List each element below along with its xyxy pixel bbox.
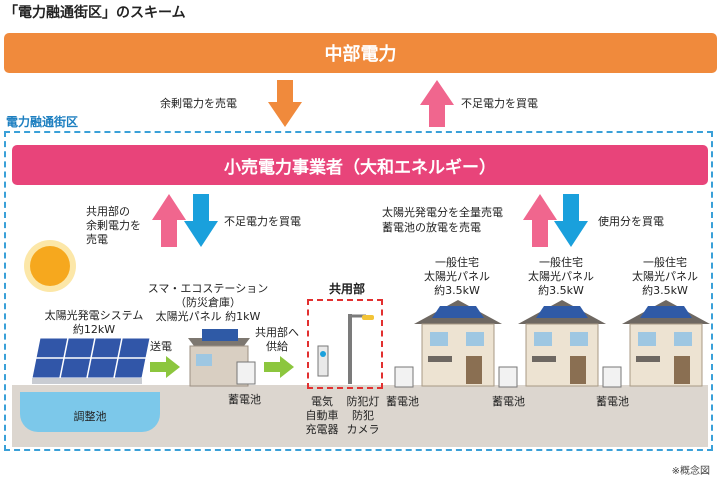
security-light-label-2: 防犯 [352,409,374,422]
buy-shortage-arrow-icon [420,80,454,127]
common-area-box [307,299,383,389]
house-2-label-3: 約3.5kW [538,284,584,297]
house-1-battery-icon [394,366,414,388]
sell-all-label-2: 蓄電池の放電を売電 [382,221,481,234]
common-area-heading: 共用部 [329,282,366,296]
zone-boundary [4,131,713,451]
sell-surplus-arrow-icon [268,80,302,127]
utility-banner: 中部電力 [4,33,717,73]
concept-note: ※概念図 [671,466,710,477]
house-3-label-1: 一般住宅 [643,256,687,269]
eco-station-battery-icon [236,361,256,385]
solar-array-icon [31,338,151,384]
retention-pond-label: 調整池 [73,410,107,423]
send-label: 送電 [150,340,172,353]
common-surplus-label-1: 共用部の [86,205,130,218]
eco-station-label-3: 太陽光パネル 約1kW [155,310,261,323]
house-2-icon [518,300,606,387]
buy-usage-arrow-icon [554,194,588,247]
house-1-icon [414,300,502,387]
house-1-label-2: 太陽光パネル [424,270,490,283]
streetlight-ev-charger-icon [317,314,374,384]
eco-station-label-2: （防災倉庫） [175,296,241,309]
supply-label-1: 共用部へ [255,326,299,339]
solar-system-label-2: 約12kW [72,323,116,336]
house-3-label-2: 太陽光パネル [632,270,698,283]
send-arrow-icon [150,356,180,378]
house-2-battery-icon [498,366,518,388]
eco-station-battery-label: 蓄電池 [228,393,261,406]
house-2-label-1: 一般住宅 [539,256,583,269]
eco-station-label-1: スマ・エコステーション [147,282,269,295]
common-surplus-arrow-icon [152,194,186,247]
buy-shortage-label: 不足電力を買電 [461,97,538,110]
sell-surplus-label: 余剰電力を売電 [160,97,237,110]
house-3-label-3: 約3.5kW [642,284,688,297]
security-light-label-1: 防犯灯 [346,395,380,408]
house-1-label-1: 一般住宅 [435,256,479,269]
house-3-icon [622,300,710,387]
common-surplus-label-2: 余剰電力を [86,219,141,232]
house-2-battery-label: 蓄電池 [492,395,525,408]
house-1-battery-label: 蓄電池 [386,395,419,408]
retailer-banner: 小売電力事業者（大和エネルギー） [12,145,708,185]
house-3-battery-label: 蓄電池 [596,395,629,408]
zone-label: 電力融通街区 [6,115,79,129]
house-1-label-3: 約3.5kW [434,284,480,297]
page-title: 「電力融通街区」のスキーム [4,5,186,21]
supply-arrow-icon [264,356,294,378]
supply-label-2: 供給 [266,340,288,353]
house-3-battery-icon [602,366,622,388]
sell-all-label-1: 太陽光発電分を全量売電 [382,206,503,219]
sun-icon [24,240,76,292]
retention-pond [20,392,160,432]
solar-system-label-1: 太陽光発電システム [44,309,144,322]
ev-charger-label-3: 充電器 [305,423,339,436]
shortage-buy-label: 不足電力を買電 [224,215,301,228]
house-2-label-2: 太陽光パネル [528,270,594,283]
security-light-label-3: カメラ [346,423,380,436]
shortage-buy-arrow-icon [184,194,218,247]
sell-all-arrow-icon [523,194,557,247]
common-surplus-label-3: 売電 [86,233,108,246]
ev-charger-label-2: 自動車 [305,409,339,422]
ev-charger-label-1: 電気 [311,395,333,408]
buy-usage-label: 使用分を買電 [598,215,664,228]
